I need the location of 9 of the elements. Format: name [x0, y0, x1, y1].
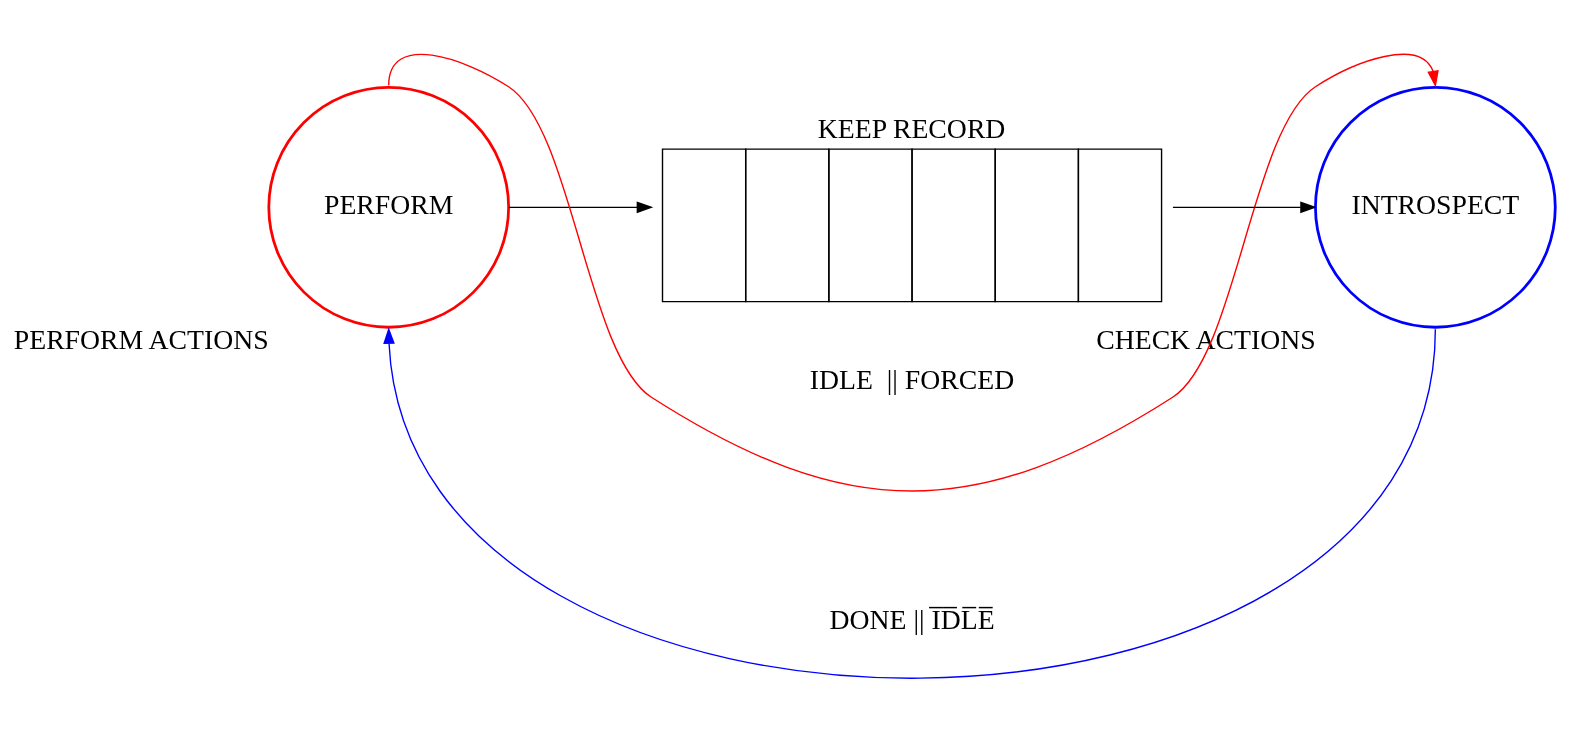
- arrow: [508, 201, 654, 214]
- arrow: [1172, 201, 1317, 214]
- node-label: KEEP RECORD: [817, 113, 1006, 145]
- edge-label: IDLE || FORCED: [809, 363, 1015, 395]
- node-label: PERFORM ACTIONS: [13, 324, 269, 356]
- arrow: [388, 53, 1439, 492]
- edge-label: DONE || I̅D̅L̅E̅: [829, 603, 995, 635]
- node-circle: INTROSPECT: [1314, 86, 1557, 329]
- node-circle: PERFORM: [267, 86, 510, 329]
